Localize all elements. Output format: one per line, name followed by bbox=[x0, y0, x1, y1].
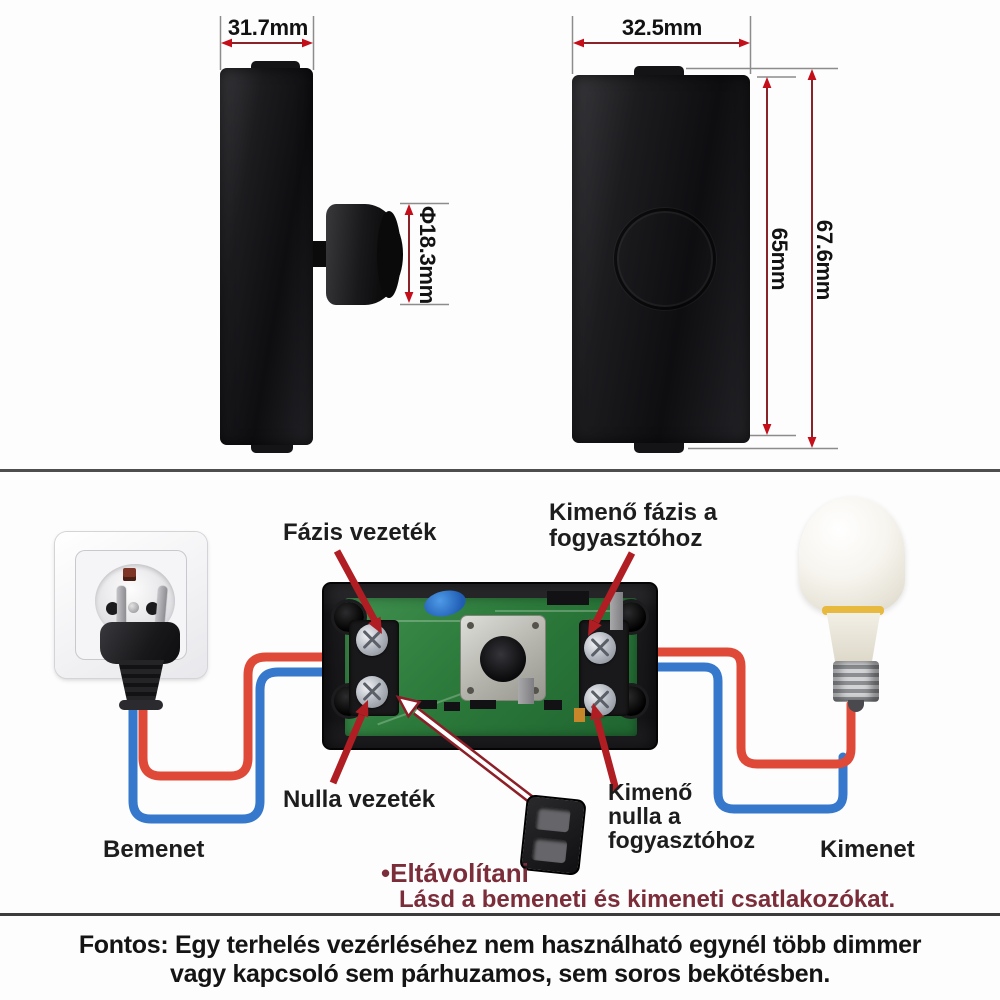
bulb-neck bbox=[826, 613, 881, 663]
socket-hole-left bbox=[106, 602, 119, 615]
smd-component bbox=[444, 702, 460, 711]
dimension-lines-layer bbox=[219, 16, 838, 450]
section-divider-bottom bbox=[0, 913, 1000, 916]
fuse-component bbox=[574, 708, 585, 722]
pot-shaft-hole bbox=[480, 636, 526, 682]
live-wire-output bbox=[631, 647, 856, 769]
potentiometer bbox=[460, 615, 546, 701]
dim-body-height: 65mm bbox=[767, 227, 792, 291]
cover-window bbox=[531, 836, 568, 864]
input-live-terminal-screw bbox=[356, 624, 388, 656]
label-output-neutral-line2: nulla a bbox=[608, 803, 681, 829]
label-output-phase-line2: fogyasztóhoz bbox=[549, 525, 703, 552]
pot-corner-screws bbox=[467, 622, 474, 629]
smd-component bbox=[417, 700, 437, 709]
smd-component bbox=[547, 591, 589, 605]
section-divider-top bbox=[0, 469, 1000, 472]
footer-warning-line2: vagy kapcsoló sem párhuzamos, sem soros … bbox=[170, 960, 830, 988]
bulb-yellow-band bbox=[822, 606, 884, 615]
pcb-trace bbox=[495, 610, 615, 612]
label-output-phase-line1: Kimenő fázis a bbox=[549, 499, 718, 526]
label-phase-wire: Fázis vezeték bbox=[283, 519, 437, 546]
plug-pin-left bbox=[117, 586, 126, 624]
resistor bbox=[610, 592, 623, 630]
side-view-bottom-tab bbox=[251, 443, 293, 453]
dimmer-open-module bbox=[322, 582, 658, 750]
plug-body bbox=[100, 622, 180, 664]
pcb-trace bbox=[365, 620, 545, 622]
smd-component bbox=[544, 700, 562, 710]
label-neutral-wire: Nulla vezeték bbox=[283, 786, 436, 813]
bulb-contact-tip bbox=[848, 700, 864, 712]
plug-neck bbox=[118, 660, 164, 702]
dim-total-height: 67.6mm bbox=[812, 219, 837, 301]
label-output-neutral: Kimenő nulla a fogyasztóhoz bbox=[608, 780, 755, 852]
knob-face bbox=[377, 211, 401, 298]
plug-flange bbox=[119, 700, 163, 710]
label-output-neutral-line3: fogyasztóhoz bbox=[608, 827, 755, 853]
label-input: Bemenet bbox=[103, 836, 205, 863]
dim-front-width: 32.5mm bbox=[621, 15, 703, 40]
label-output-neutral-line1: Kimenő bbox=[608, 779, 693, 805]
socket-ground-clip bbox=[123, 568, 136, 581]
label-output-phase: Kimenő fázis a fogyasztóhoz bbox=[549, 500, 717, 552]
footer-warning-line1: Fontos: Egy terhelés vezérléséhez nem ha… bbox=[78, 931, 922, 959]
knob-shaft bbox=[313, 241, 328, 267]
resistor bbox=[518, 678, 534, 704]
input-neutral-terminal-screw bbox=[356, 676, 388, 708]
output-live-terminal-screw bbox=[584, 632, 616, 664]
note-remove: •Eltávolítani bbox=[381, 858, 529, 888]
knob-side-view bbox=[326, 204, 403, 305]
bulb-screw-base bbox=[833, 661, 879, 702]
smd-component bbox=[470, 700, 496, 709]
side-view-top-tab bbox=[251, 61, 300, 70]
removable-connector-cover bbox=[519, 794, 587, 876]
cover-window bbox=[534, 806, 571, 833]
dimmer-side-view bbox=[220, 68, 313, 445]
dim-side-width: 31.7mm bbox=[227, 15, 309, 40]
bulb-glass bbox=[799, 497, 905, 614]
front-view-bottom-tab bbox=[634, 441, 684, 453]
knob-front-ring bbox=[614, 208, 716, 310]
output-neutral-terminal-screw bbox=[584, 684, 616, 716]
note-see-connectors: Lásd a bemeneti és kimeneti csatlakozóka… bbox=[399, 886, 896, 913]
label-output: Kimenet bbox=[820, 836, 915, 863]
front-view-top-tab bbox=[634, 66, 684, 76]
dim-knob-diameter: Φ18.3mm bbox=[415, 206, 440, 304]
socket-screw bbox=[128, 602, 139, 613]
